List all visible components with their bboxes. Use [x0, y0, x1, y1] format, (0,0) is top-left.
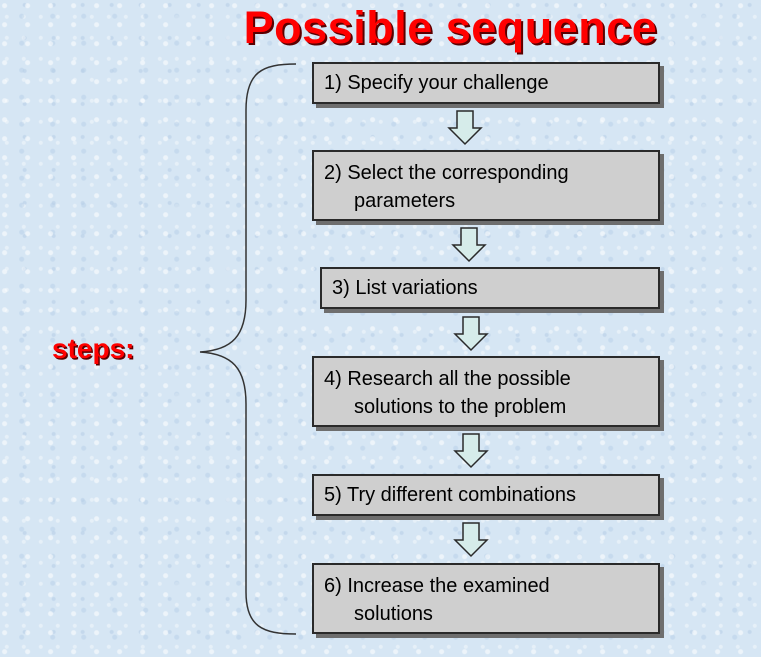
- down-arrow-icon: [453, 316, 489, 352]
- down-arrow-icon: [453, 522, 489, 558]
- step-2-text: 2) Select the corresponding: [324, 162, 569, 184]
- down-arrow-icon: [447, 110, 483, 146]
- down-arrow-icon: [453, 433, 489, 469]
- slide-title: Possible sequence: [243, 2, 658, 53]
- step-5-text: 5) Try different combinations: [324, 484, 576, 506]
- steps-label: steps:: [52, 333, 135, 364]
- step-3-text: 3) List variations: [332, 277, 478, 299]
- step-box-1: 1) Specify your challenge: [312, 62, 660, 104]
- down-arrow-icon: [451, 227, 487, 263]
- step-box-2: 2) Select the corresponding parameters: [312, 150, 660, 221]
- step-6-text: 6) Increase the examined: [324, 575, 550, 597]
- step-6-text-cont: solutions: [354, 603, 433, 625]
- step-box-5: 5) Try different combinations: [312, 474, 660, 516]
- step-1-text: 1) Specify your challenge: [324, 72, 549, 94]
- step-4-text-cont: solutions to the problem: [354, 396, 567, 418]
- step-4-text: 4) Research all the possible: [324, 368, 571, 390]
- step-box-3: 3) List variations: [320, 267, 660, 309]
- step-box-4: 4) Research all the possible solutions t…: [312, 356, 660, 427]
- step-2-text-cont: parameters: [354, 190, 456, 212]
- step-box-6: 6) Increase the examined solutions: [312, 563, 660, 634]
